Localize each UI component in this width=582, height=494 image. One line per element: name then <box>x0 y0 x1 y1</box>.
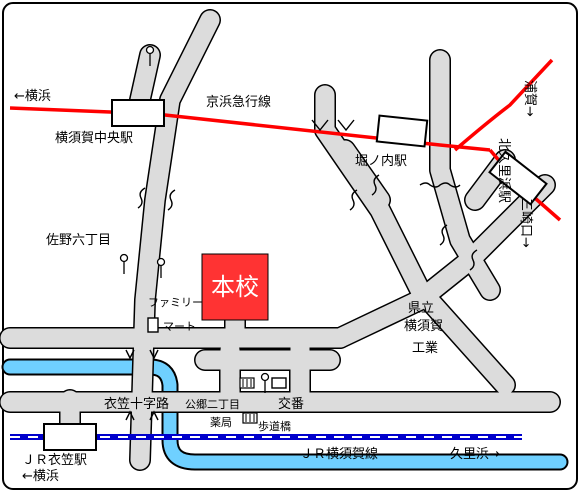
place-yakkyoku: 薬局 <box>210 416 232 429</box>
dest-misakiguchi: 三崎口→ <box>518 198 533 248</box>
place-kinugasa-juujiro: 衣笠十字路 <box>104 396 169 412</box>
kitakurihama-station-marker <box>488 150 548 206</box>
arrow-marks <box>125 349 159 421</box>
station-kitakurihama-label: 北久里浜駅 <box>496 138 511 203</box>
horinouchi-station-marker <box>375 114 429 148</box>
place-kenritsu-3: 工業 <box>412 340 438 356</box>
dest-jr-yokohama: ←横浜 <box>22 469 59 484</box>
roads-fill <box>0 10 560 470</box>
place-koban: 交番 <box>278 396 304 412</box>
place-familymart-2: マート <box>163 320 196 333</box>
dest-kurihama: 久里浜→ <box>450 447 500 462</box>
familymart-marker <box>147 317 159 333</box>
crossing-marks <box>137 119 478 271</box>
place-hodokyo: 歩道橋 <box>258 419 291 433</box>
place-kenritsu-2: 横須賀 <box>404 319 443 334</box>
dest-yokohama-keikyu: ←横浜 <box>14 89 51 104</box>
station-jr-kinugasa-label: ＪＲ衣笠駅 <box>22 452 87 468</box>
station-horinouchi-label: 堀ノ内駅 <box>355 153 407 169</box>
jr-kinugasa-station-marker <box>43 423 97 451</box>
place-kugo-nichome: 公郷二丁目 <box>185 397 240 411</box>
place-kenritsu-1: 県立 <box>408 301 434 316</box>
keikyu-line-label: 京浜急行線 <box>206 94 271 110</box>
yokosuka-chuo-station-marker <box>111 99 165 127</box>
building-marker <box>239 377 255 389</box>
dest-uraga: 浦賀→ <box>522 80 537 117</box>
place-familymart-1: ファミリー <box>148 296 203 309</box>
jr-line-label: ＪＲ横須賀線 <box>300 446 378 462</box>
place-sano-rokuchome: 佐野六丁目 <box>46 233 111 248</box>
school-marker <box>201 253 269 321</box>
pin-icons <box>119 45 270 393</box>
hodokyo-marker <box>242 412 258 424</box>
station-yokosuka-chuo-label: 横須賀中央駅 <box>55 131 133 146</box>
koban-marker <box>271 377 287 389</box>
school-label: 本校 <box>211 273 259 301</box>
